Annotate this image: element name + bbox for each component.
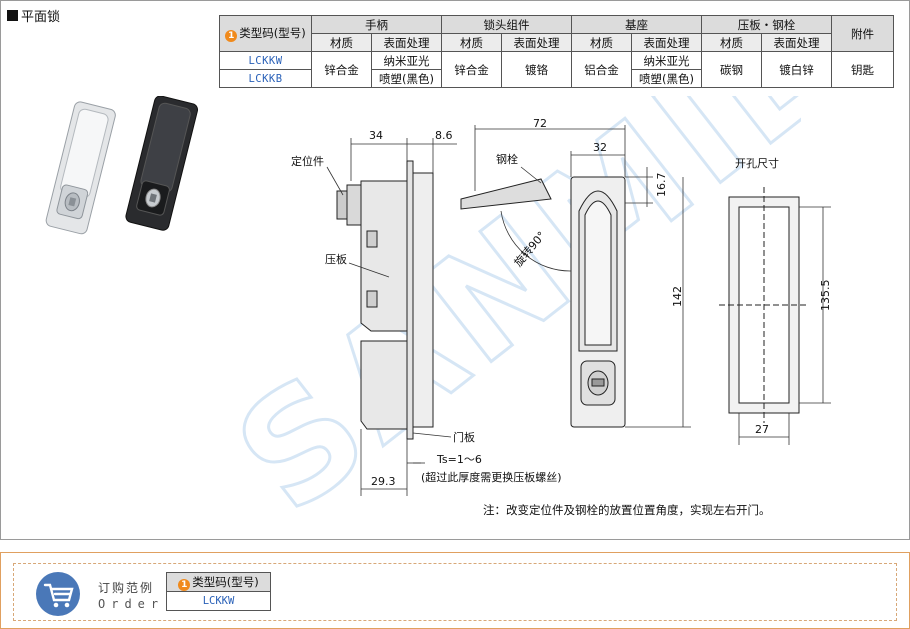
dim-8-6: 8.6	[435, 129, 453, 142]
label-ts-note: (超过此厚度需更换压板螺丝)	[421, 470, 562, 484]
label-door-panel: 门板	[453, 430, 475, 444]
sub-header: 表面处理	[631, 33, 702, 52]
label-rotate: 旋转90°	[511, 228, 548, 269]
label-pressure-plate: 压板	[325, 252, 347, 266]
base-finish-cell: 喷塑(黑色)	[631, 69, 702, 88]
group-lock: 锁头组件	[441, 15, 572, 34]
dim-142: 142	[671, 286, 684, 307]
page-title-text: 平面锁	[21, 10, 61, 25]
lock-finish-cell: 镀铬	[501, 51, 572, 88]
dim-16-7: 16.7	[655, 173, 668, 198]
handle-finish-cell: 喷塑(黑色)	[371, 69, 442, 88]
dim-32: 32	[593, 141, 607, 154]
label-ts: Ts=1～6	[436, 453, 482, 466]
group-plate: 压板・钢栓	[701, 15, 832, 34]
sub-header: 材质	[311, 33, 372, 52]
sub-header: 表面处理	[501, 33, 572, 52]
dim-27: 27	[755, 423, 769, 436]
group-accessory: 附件	[831, 15, 894, 52]
label-steel-bolt: 钢栓	[496, 152, 518, 166]
dim-29-3: 29.3	[371, 475, 396, 488]
dim-135-5: 135.5	[819, 280, 832, 312]
accessory-cell: 钥匙	[831, 51, 894, 88]
title-square-icon	[7, 10, 18, 21]
handle-finish-cell: 纳米亚光	[371, 51, 442, 70]
group-handle: 手柄	[311, 15, 442, 34]
technical-drawing: 34 8.6 29.3 定位件 压板 门板 Ts=1～6 (超过此厚度需更换压板…	[291, 117, 832, 496]
base-finish-cell: 纳米亚光	[631, 51, 702, 70]
cart-icon	[36, 572, 80, 616]
lock-material-cell: 锌合金	[441, 51, 502, 88]
dim-72: 72	[533, 117, 547, 130]
plate-finish-cell: 镀白锌	[761, 51, 832, 88]
sub-header: 材质	[441, 33, 502, 52]
handle-material-cell: 锌合金	[311, 51, 372, 88]
badge-icon: 1	[225, 30, 238, 42]
label-positioner: 定位件	[291, 154, 324, 168]
sub-header: 表面处理	[371, 33, 442, 52]
plate-material-cell: 碳钢	[701, 51, 762, 88]
order-title-en: Order	[98, 597, 165, 611]
dim-34: 34	[369, 129, 383, 142]
sub-header: 表面处理	[761, 33, 832, 52]
badge-icon: 1	[178, 578, 191, 591]
base-material-cell: 铝合金	[571, 51, 632, 88]
label-cutout: 开孔尺寸	[735, 156, 779, 170]
type-code-cell: LCKKW	[219, 51, 312, 70]
type-code-cell: LCKKB	[219, 69, 312, 88]
note-text: 注：改变定位件及钢栓的放置位置角度，实现左右开门。	[483, 503, 771, 517]
sub-header: 材质	[571, 33, 632, 52]
product-photo	[45, 96, 199, 235]
sub-header: 材质	[701, 33, 762, 52]
order-example: LCKKW	[166, 591, 271, 611]
page-title: 平面锁	[7, 6, 60, 25]
group-base: 基座	[571, 15, 702, 34]
order-title-cn: 订购范例	[98, 581, 155, 595]
